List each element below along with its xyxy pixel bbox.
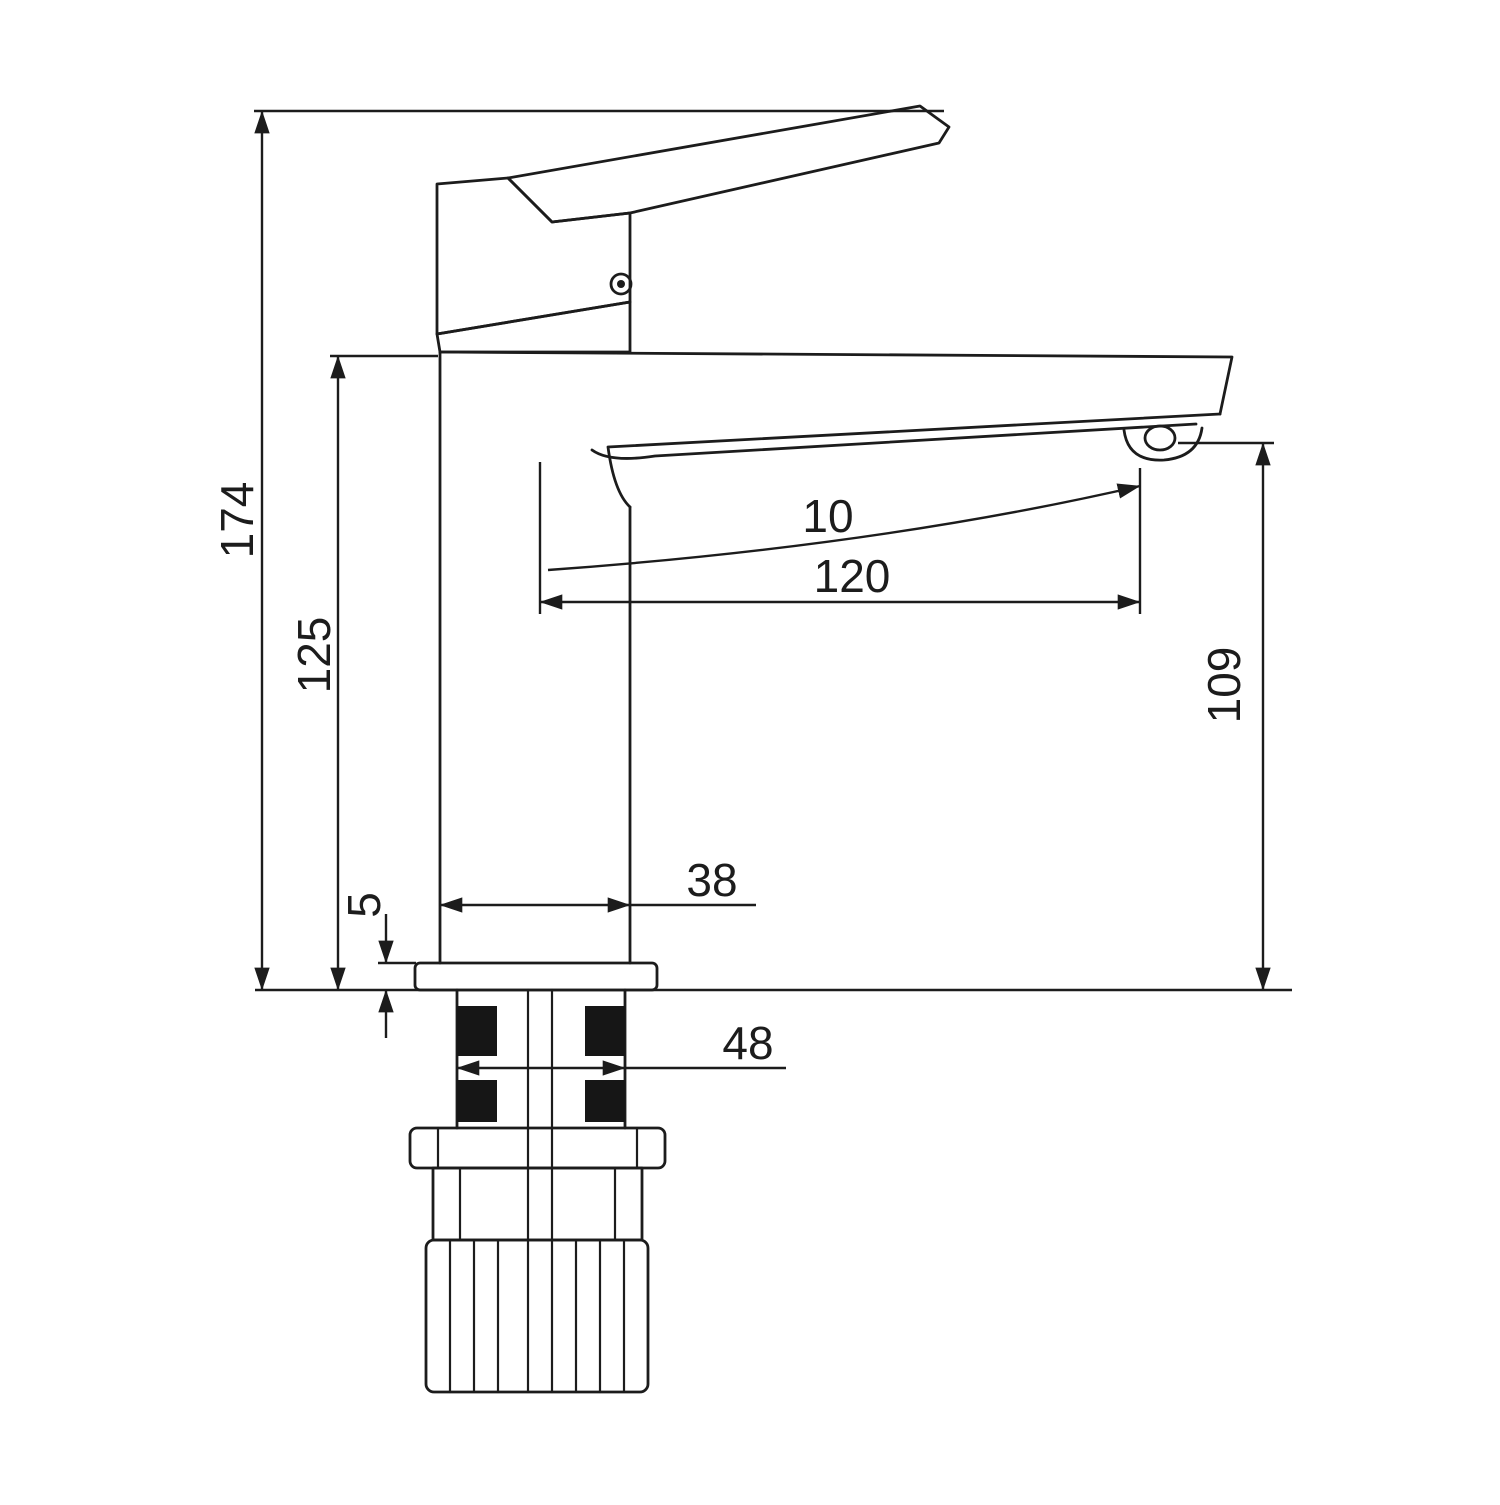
dimension-total-height [254, 109, 944, 991]
dimension-aerator-offset [547, 483, 1141, 572]
outlet-height-label: 109 [1198, 647, 1250, 724]
knurled-coupling [424, 1238, 650, 1394]
seal-block [457, 1006, 497, 1056]
aerator-outlet [1143, 424, 1177, 452]
handle-lever [506, 104, 951, 224]
base-plate [413, 961, 659, 992]
spout-reach-label: 120 [814, 550, 891, 602]
handle-index-dot [617, 280, 625, 288]
dimension-base-thickness [378, 914, 416, 1038]
leader-line [547, 483, 1141, 572]
body-width-label: 38 [686, 854, 737, 906]
dimension-spout-height [330, 354, 438, 991]
seal-block [585, 1006, 625, 1056]
supply-stud-lines [526, 988, 554, 1394]
handle-base [435, 176, 632, 336]
aerator-offset-label: 10 [802, 490, 853, 542]
spout-height-label: 125 [288, 617, 340, 694]
dimensions [254, 109, 1292, 1076]
spout-underside-outer [606, 412, 1222, 509]
connector-body [431, 1166, 644, 1242]
dimension-labels: 174 125 5 38 48 120 10 109 [211, 482, 1250, 1069]
faucet-outline [408, 104, 1234, 1394]
spout-underside-inner [590, 422, 1198, 460]
base-thickness-label: 5 [338, 892, 390, 918]
seal-block [457, 1080, 497, 1122]
shank-width-label: 48 [722, 1017, 773, 1069]
spout-top-edge [438, 350, 1234, 416]
total-height-label: 174 [211, 482, 263, 559]
seal-block [585, 1080, 625, 1122]
knurl-ribs [448, 1238, 626, 1394]
body-neck [435, 300, 632, 354]
shank-seals [457, 1006, 625, 1122]
connector-facets [458, 1166, 617, 1242]
lock-nut [408, 1126, 667, 1170]
lock-nut-facets [436, 1126, 639, 1170]
dimension-outlet-height [1178, 441, 1274, 991]
handle-index-button [609, 272, 633, 296]
